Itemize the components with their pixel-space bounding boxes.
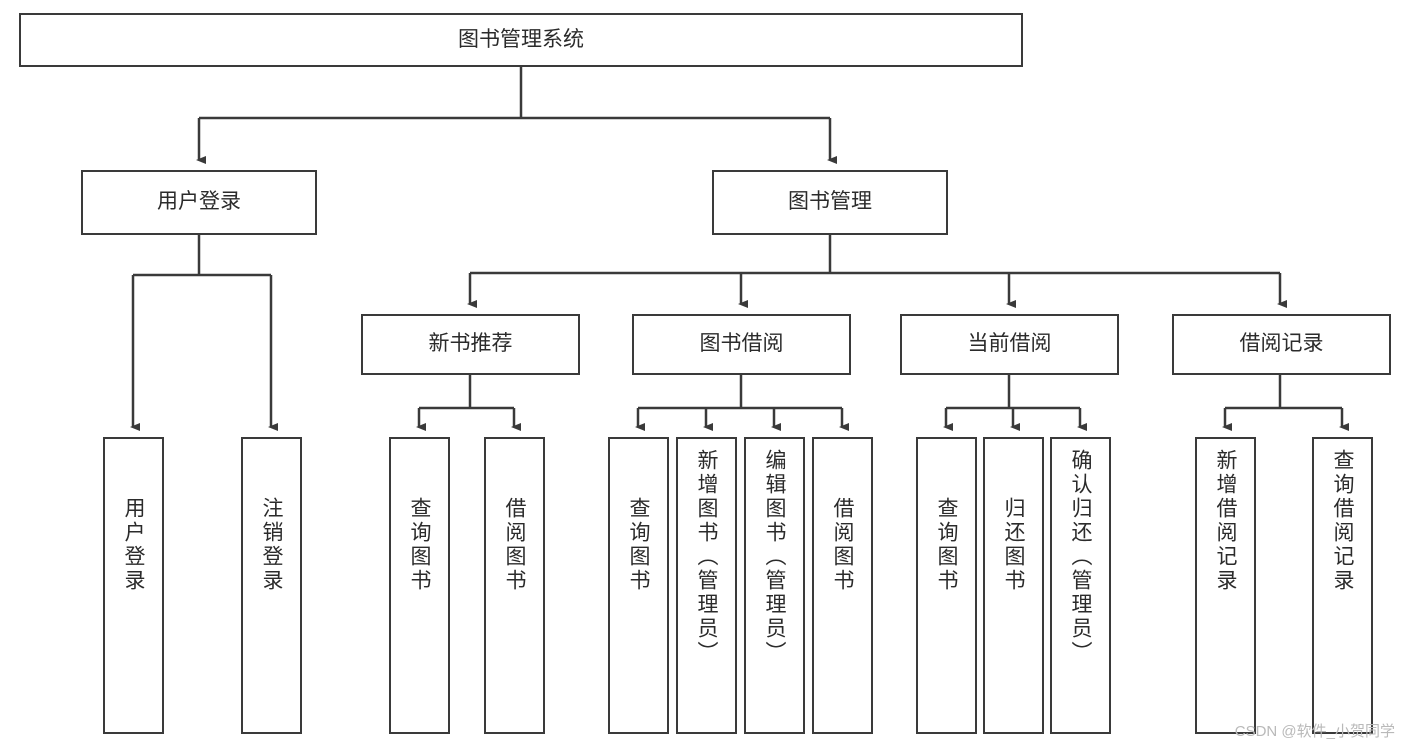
leaf-record-query-record[interactable]: 查询借阅记录 (1312, 437, 1373, 734)
node-label: 查询图书 (408, 497, 431, 593)
node-label: 用户登录 (157, 190, 241, 214)
node-label: 借阅图书 (831, 497, 854, 593)
leaf-current-return-book[interactable]: 归还图书 (983, 437, 1044, 734)
leaf-recommend-query-book[interactable]: 查询图书 (389, 437, 450, 734)
node-current-borrow[interactable]: 当前借阅 (900, 314, 1119, 375)
node-book-management[interactable]: 图书管理 (712, 170, 948, 235)
leaf-borrow-add-book-admin[interactable]: 新增图书（管理员） (676, 437, 737, 734)
leaf-current-confirm-return-admin[interactable]: 确认归还（管理员） (1050, 437, 1111, 734)
node-label: 图书管理系统 (458, 27, 584, 51)
node-borrow-record[interactable]: 借阅记录 (1172, 314, 1391, 375)
node-label: 当前借阅 (967, 332, 1052, 356)
watermark-text: CSDN @软件_小贺同学 (1234, 723, 1395, 740)
node-label: 查询图书 (935, 497, 958, 593)
node-label: 借阅图书 (503, 497, 526, 593)
node-label: 新增图书（管理员） (695, 449, 718, 665)
node-book-borrow[interactable]: 图书借阅 (632, 314, 851, 375)
leaf-user-login-login[interactable]: 用户登录 (103, 437, 164, 734)
node-label: 用户登录 (122, 497, 145, 593)
node-label: 图书借阅 (699, 332, 784, 356)
node-label: 图书管理 (788, 190, 872, 214)
node-label: 查询图书 (627, 497, 650, 593)
node-label: 编辑图书（管理员） (763, 449, 786, 665)
node-label: 新书推荐 (428, 332, 513, 356)
node-new-book-recommend[interactable]: 新书推荐 (361, 314, 580, 375)
leaf-borrow-borrow-book[interactable]: 借阅图书 (812, 437, 873, 734)
node-label: 新增借阅记录 (1214, 449, 1237, 593)
node-root-system[interactable]: 图书管理系统 (19, 13, 1023, 67)
node-label: 确认归还（管理员） (1069, 449, 1092, 665)
node-user-login[interactable]: 用户登录 (81, 170, 317, 235)
leaf-borrow-edit-book-admin[interactable]: 编辑图书（管理员） (744, 437, 805, 734)
leaf-recommend-borrow-book[interactable]: 借阅图书 (484, 437, 545, 734)
leaf-current-query-book[interactable]: 查询图书 (916, 437, 977, 734)
node-label: 注销登录 (260, 497, 283, 593)
leaf-user-login-logout[interactable]: 注销登录 (241, 437, 302, 734)
node-label: 查询借阅记录 (1331, 449, 1354, 593)
node-label: 借阅记录 (1239, 332, 1324, 356)
leaf-record-add-record[interactable]: 新增借阅记录 (1195, 437, 1256, 734)
leaf-borrow-query-book[interactable]: 查询图书 (608, 437, 669, 734)
node-label: 归还图书 (1002, 497, 1025, 593)
